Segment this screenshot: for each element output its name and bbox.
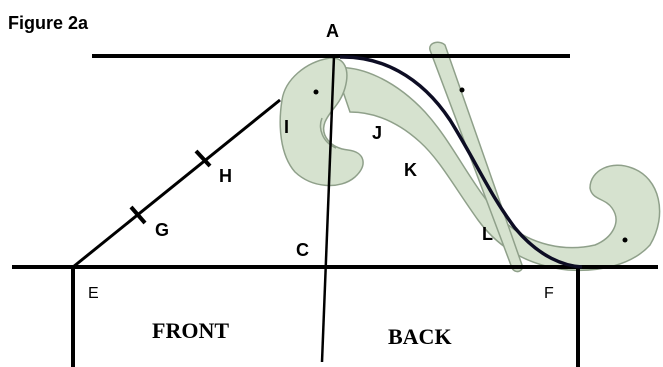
label-front: FRONT: [152, 318, 229, 343]
figure-title: Figure 2a: [8, 13, 89, 33]
template-dot-1: [313, 89, 319, 95]
label-c: C: [296, 240, 309, 260]
tick-h: [194, 149, 212, 168]
drawn-curve: [339, 55, 583, 269]
label-j: J: [372, 123, 382, 143]
label-a: A: [326, 21, 339, 41]
label-f: F: [544, 285, 554, 302]
label-l: L: [482, 224, 493, 244]
label-k: K: [404, 160, 417, 180]
diagonal-line: [72, 98, 281, 269]
tick-g: [129, 205, 147, 225]
label-e: E: [88, 285, 99, 302]
french-curve-large: [333, 66, 661, 272]
label-back: BACK: [388, 324, 452, 349]
label-g: G: [155, 220, 169, 240]
label-i: I: [284, 117, 289, 137]
template-dot-2: [459, 87, 465, 93]
center-line: [320, 55, 336, 363]
template-dot-3: [622, 237, 628, 243]
label-h: H: [219, 166, 232, 186]
